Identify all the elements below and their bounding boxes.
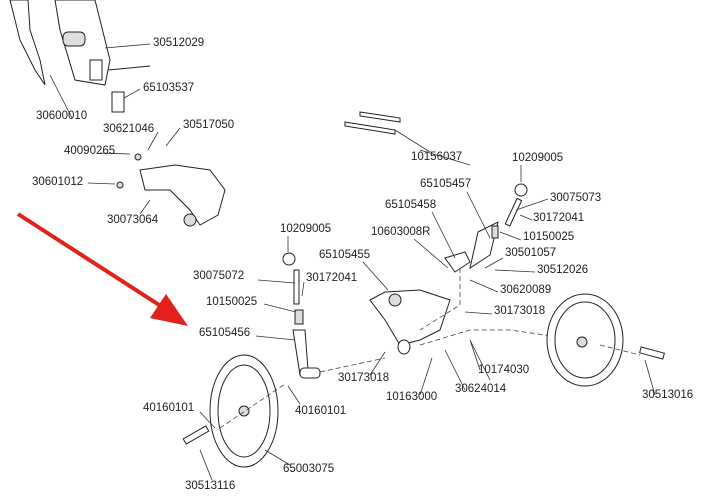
callout: 30173018: [338, 372, 389, 384]
red-pointer-arrow-icon: [16, 212, 188, 326]
callout: 10174030: [478, 364, 529, 376]
callout-labels: 30512029 65103537 30600010 30621046 3051…: [32, 37, 693, 492]
callout: 10163000: [386, 391, 437, 403]
springs: [344, 111, 431, 153]
callout: 40160101: [143, 402, 194, 414]
callout: 10603008R: [371, 226, 430, 238]
callout: 30501057: [505, 247, 556, 259]
callout: 10156037: [411, 151, 462, 163]
callout: 30517050: [183, 119, 234, 131]
callout: 40090265: [64, 145, 115, 157]
left-gauge-wheel: [182, 354, 286, 468]
callout: 30512029: [153, 37, 204, 49]
right-gauge-wheel: [546, 293, 665, 387]
callout: 30075073: [550, 192, 601, 204]
callout: 65103537: [143, 82, 194, 94]
callout: 30173018: [494, 305, 545, 317]
callout: 30624014: [455, 383, 507, 395]
leader-lines: [199, 149, 656, 481]
callout: 30601012: [32, 176, 83, 188]
callout: 30172041: [306, 272, 357, 284]
callout: 10209005: [512, 152, 563, 164]
callout: 65105456: [199, 327, 250, 339]
callout: 10209005: [280, 223, 331, 235]
gauge-arm-upper: [116, 153, 226, 227]
callout: 30075072: [193, 270, 244, 282]
callout: 10150025: [206, 296, 257, 308]
callout: 30513016: [642, 389, 693, 401]
left-arm: [282, 252, 386, 379]
callout: 40160101: [295, 405, 346, 417]
callout: 30513116: [185, 480, 235, 492]
callout: 30172041: [533, 212, 584, 224]
callout: 30620089: [500, 284, 551, 296]
callout: 10150025: [523, 231, 574, 243]
callout: 65105458: [385, 199, 436, 211]
callout: 30073064: [107, 214, 159, 226]
callout: 30512026: [537, 264, 588, 276]
callout: 30621046: [103, 123, 154, 135]
callout: 65105457: [420, 178, 471, 190]
upper-mount-bracket: [9, 0, 181, 215]
callout: 30600010: [36, 110, 87, 122]
callout: 65105455: [319, 249, 370, 261]
center-arm: [369, 183, 581, 355]
callout: 65003075: [283, 463, 334, 475]
